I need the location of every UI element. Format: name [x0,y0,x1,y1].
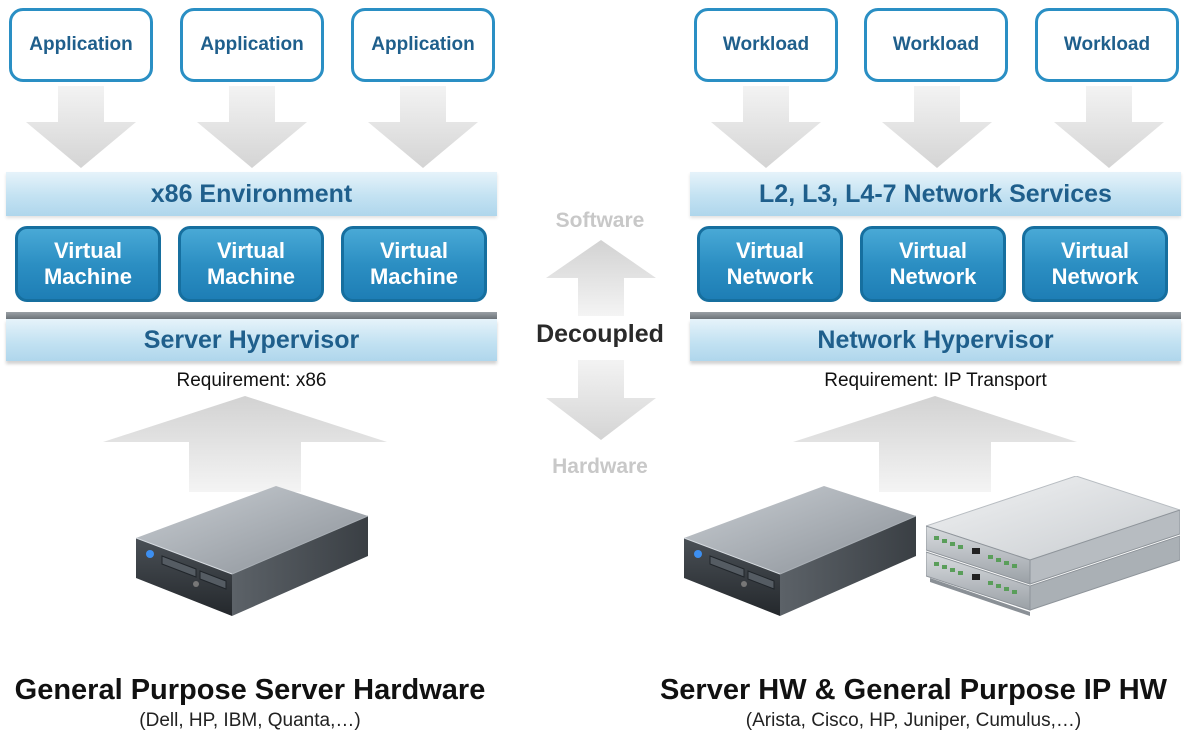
decoupled-label: Decoupled [536,320,664,348]
down-arrow-icon [26,86,136,168]
up-arrow-icon [546,240,656,316]
virtual-network-box: Virtual Network [1022,226,1168,302]
left-hardware-vendors: (Dell, HP, IBM, Quanta,…) [139,710,361,731]
hypervisor-top-edge [690,312,1181,319]
server-icon [136,486,368,616]
down-arrow-icon [368,86,478,168]
virtual-machine-box: Virtual Machine [178,226,324,302]
application-box: Application [9,8,153,82]
down-arrow-icon [197,86,307,168]
up-arrow-icon [793,396,1077,492]
down-arrow-icon [1054,86,1164,168]
down-arrow-icon [882,86,992,168]
right-hardware-title: Server HW & General Purpose IP HW [659,674,1168,706]
down-arrow-icon [711,86,821,168]
requirement-label: Requirement: x86 [176,370,327,391]
x86-environment-band: x86 Environment [6,172,497,216]
virtual-network-box: Virtual Network [860,226,1006,302]
virtual-machine-box: Virtual Machine [15,226,161,302]
up-arrow-icon [103,396,387,492]
right-hardware-vendors: (Arista, Cisco, HP, Juniper, Cumulus,…) [745,710,1082,731]
server-icon [684,486,916,616]
down-arrow-icon [546,360,656,440]
network-switch-icon [926,476,1180,616]
left-hardware-title: General Purpose Server Hardware [14,674,486,706]
virtual-machine-box: Virtual Machine [341,226,487,302]
application-box: Application [351,8,495,82]
requirement-label: Requirement: IP Transport [824,370,1047,391]
server-hypervisor-band: Server Hypervisor [6,319,497,361]
application-box: Application [180,8,324,82]
workload-box: Workload [864,8,1008,82]
hypervisor-top-edge [6,312,497,319]
network-services-band: L2, L3, L4-7 Network Services [690,172,1181,216]
network-hypervisor-band: Network Hypervisor [690,319,1181,361]
virtual-network-box: Virtual Network [697,226,843,302]
workload-box: Workload [1035,8,1179,82]
hardware-label: Hardware [552,455,648,478]
software-label: Software [555,209,645,232]
workload-box: Workload [694,8,838,82]
